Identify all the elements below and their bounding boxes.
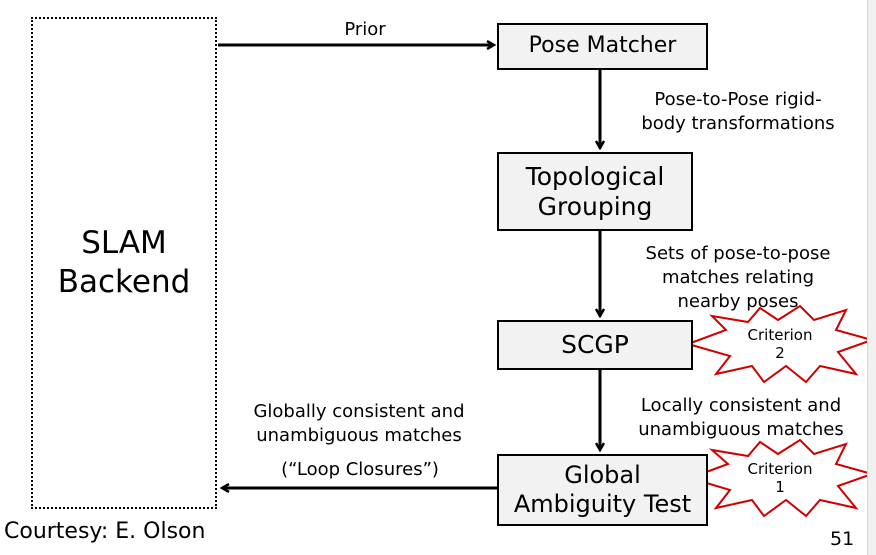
pose-to-pose-label: Pose-to-Pose rigid- body transformations bbox=[641, 89, 835, 134]
topological-grouping-box: Topological Grouping bbox=[497, 152, 693, 231]
pose-matcher-box: Pose Matcher bbox=[497, 23, 708, 70]
topological-grouping-line1: Topological bbox=[525, 161, 665, 191]
locally-consistent-label: Locally consistent and unambiguous match… bbox=[638, 395, 844, 440]
right-edge-bar bbox=[867, 0, 876, 555]
sets-of-matches-label: Sets of pose-to-pose matches relating ne… bbox=[645, 243, 831, 312]
global-ambiguity-test-line1: Global bbox=[564, 461, 641, 490]
pose-matcher-label: Pose Matcher bbox=[528, 33, 677, 59]
criterion-2-label: Criterion 2 bbox=[747, 326, 813, 362]
scgp-label: SCGP bbox=[561, 330, 629, 359]
topological-grouping-line2: Grouping bbox=[537, 191, 653, 221]
slam-backend-box: SLAM Backend bbox=[31, 17, 217, 509]
slam-backend-line2: Backend bbox=[57, 264, 191, 300]
slam-backend-line1: SLAM bbox=[81, 225, 167, 262]
prior-label: Prior bbox=[344, 19, 386, 40]
globally-consistent-label: Globally consistent and unambiguous matc… bbox=[253, 401, 465, 446]
global-ambiguity-test-box: Global Ambiguity Test bbox=[497, 454, 708, 526]
criterion-1-label: Criterion 1 bbox=[747, 460, 813, 496]
scgp-box: SCGP bbox=[497, 320, 693, 370]
loop-closures-label: (“Loop Closures”) bbox=[281, 459, 439, 480]
courtesy-credit: Courtesy: E. Olson bbox=[4, 519, 206, 544]
page-number: 51 bbox=[830, 528, 855, 550]
global-ambiguity-test-line2: Ambiguity Test bbox=[513, 490, 692, 518]
